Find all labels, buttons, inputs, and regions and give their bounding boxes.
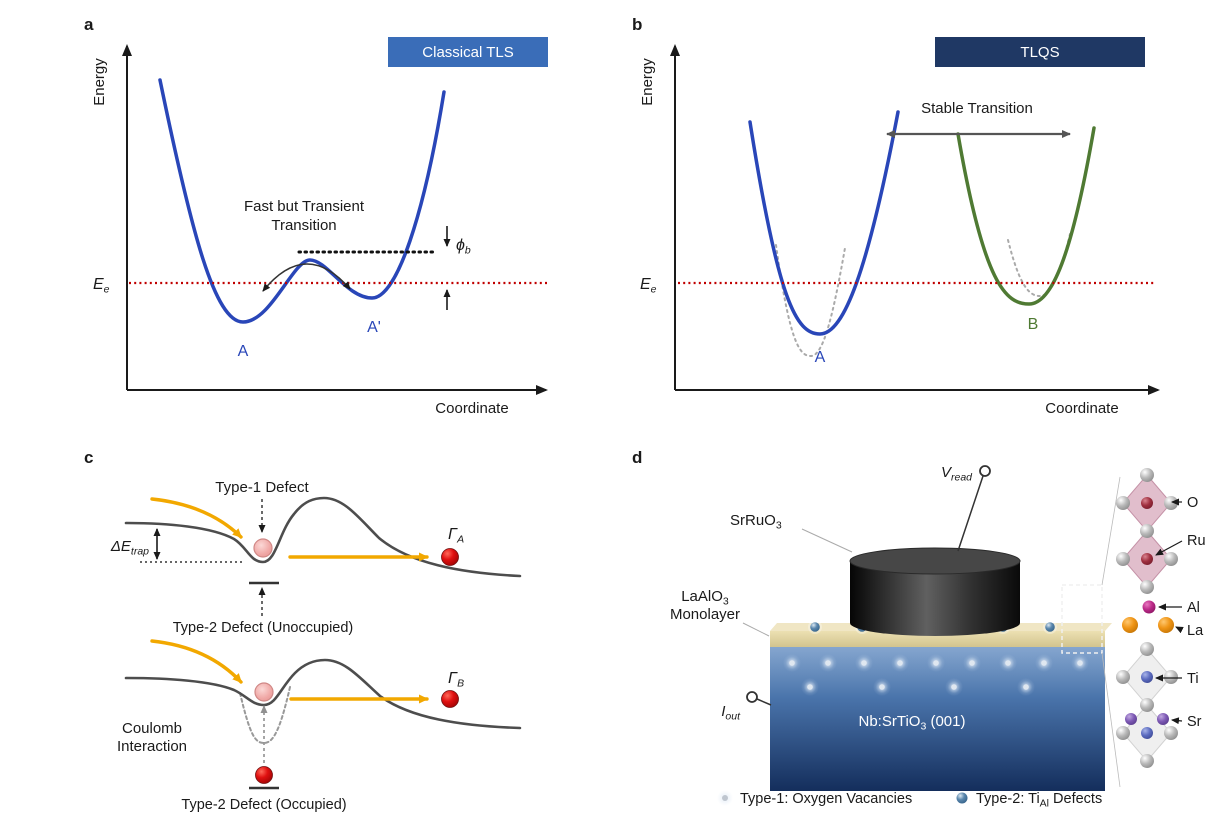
panel-c: c ΔEtrap Type-1 Defect ΓA Type-2 Defect … bbox=[84, 448, 522, 813]
occupying-electron-circle bbox=[255, 766, 273, 784]
classical-tls-badge-label: Classical TLS bbox=[422, 44, 513, 61]
panel-a: a Classical TLS Energy Coordinate ϕb Fas… bbox=[84, 15, 548, 417]
atomic-structure-column bbox=[1116, 468, 1178, 768]
well-a-prime-label: A' bbox=[367, 319, 381, 336]
potential-landscape-bottom bbox=[124, 658, 522, 730]
tlqs-badge bbox=[935, 37, 1145, 67]
well-a-label: A bbox=[238, 343, 249, 360]
legend-type2: Type-2: TiAl Defects bbox=[955, 791, 1102, 810]
monolayer-leader-line bbox=[742, 622, 770, 637]
ru-atom bbox=[1141, 497, 1153, 509]
coulomb-label-line2: Interaction bbox=[117, 738, 187, 755]
panel-a-label: a bbox=[84, 15, 94, 34]
v-read-terminal bbox=[979, 465, 991, 477]
coulomb-label-line1: Coulomb bbox=[122, 720, 182, 737]
panel-b-label: b bbox=[632, 15, 642, 34]
electron-circle-gamma-b bbox=[441, 690, 459, 708]
energy-level-label: Ee bbox=[93, 276, 110, 296]
electron-circle-gamma-a bbox=[441, 548, 459, 566]
sr-atom bbox=[1125, 713, 1137, 725]
trap-site-circle-top bbox=[253, 538, 273, 558]
stable-transition-annotation: Stable Transition bbox=[921, 100, 1033, 117]
i-out-wire bbox=[756, 698, 772, 706]
v-read-label: Vread bbox=[941, 464, 973, 484]
y-axis-title: Energy bbox=[639, 58, 656, 106]
legend-type1: Type-1: Oxygen Vacancies bbox=[717, 790, 912, 807]
tlqs-badge-label: TLQS bbox=[1020, 44, 1059, 61]
ti-atom bbox=[1141, 727, 1153, 739]
electrode-leader-line bbox=[801, 528, 853, 553]
panel-b: b TLQS Energy Coordinate Stable Transiti… bbox=[632, 15, 1160, 417]
electrode-label: SrRuO3 bbox=[730, 512, 782, 532]
i-out-terminal bbox=[746, 691, 758, 703]
potential-landscape-top bbox=[124, 496, 522, 578]
y-axis-title: Energy bbox=[91, 58, 108, 106]
capture-arrow-top bbox=[150, 497, 243, 539]
zoom-selection-box bbox=[1061, 584, 1103, 654]
energy-level-label: Ee bbox=[640, 276, 657, 296]
transient-transition-arrow bbox=[262, 263, 351, 292]
panel-d-label: d bbox=[632, 448, 642, 467]
legend-type1-label: Type-1: Oxygen Vacancies bbox=[740, 791, 912, 807]
x-axis-title: Coordinate bbox=[1045, 400, 1118, 417]
oxygen-vacancy-dots bbox=[783, 654, 1089, 696]
barrier-height-label: ϕb bbox=[456, 237, 471, 257]
ghost-deep-well bbox=[239, 686, 291, 745]
x-axis-title: Coordinate bbox=[435, 400, 508, 417]
atom-label-ti: Ti bbox=[1187, 671, 1199, 687]
zoom-connector-top bbox=[1101, 476, 1121, 586]
la-atom bbox=[1158, 617, 1174, 633]
la-atom bbox=[1122, 617, 1138, 633]
transition-annotation-line2: Transition bbox=[271, 217, 336, 234]
ghost-well-a bbox=[775, 244, 846, 358]
state-b-curve bbox=[956, 126, 1096, 306]
type2-unoccupied-label: Type-2 Defect (Unoccupied) bbox=[173, 620, 354, 636]
substrate-label: Nb:SrTiO3 (001) bbox=[859, 713, 966, 733]
trap-depth-label: ΔEtrap bbox=[110, 538, 149, 558]
monolayer-front-face bbox=[770, 631, 1105, 647]
legend-type2-label: Type-2: TiAl Defects bbox=[976, 791, 1102, 810]
electrode-cylinder-body bbox=[850, 561, 1020, 636]
al-atom bbox=[1142, 600, 1156, 614]
type1-defect-label: Type-1 Defect bbox=[215, 479, 309, 496]
zoom-connector-bottom bbox=[1101, 652, 1121, 788]
monolayer-label-line2: Monolayer bbox=[670, 606, 740, 623]
state-a-curve bbox=[748, 110, 900, 336]
atom-label-arrows bbox=[1155, 498, 1184, 725]
trap-site-circle-bottom bbox=[254, 682, 274, 702]
rate-b-label: ΓB bbox=[448, 670, 464, 690]
atom-label-la: La bbox=[1187, 623, 1204, 639]
sr-atom bbox=[1157, 713, 1169, 725]
electrode-cylinder-top bbox=[849, 547, 1021, 575]
ru-atom bbox=[1141, 553, 1153, 565]
oxygen-atoms bbox=[1116, 468, 1178, 768]
i-out-label: Iout bbox=[721, 703, 741, 723]
atom-label-al: Al bbox=[1187, 600, 1200, 616]
rate-a-label: ΓA bbox=[448, 526, 464, 546]
atom-label-o: O bbox=[1187, 495, 1198, 511]
monolayer-label-line1: LaAlO3 bbox=[681, 588, 729, 608]
panel-c-label: c bbox=[84, 448, 93, 467]
well-a-label: A bbox=[815, 349, 826, 366]
ti-atom bbox=[1141, 671, 1153, 683]
v-read-wire bbox=[957, 475, 984, 552]
atom-label-sr: Sr bbox=[1187, 714, 1202, 730]
atom-label-ru: Ru bbox=[1187, 533, 1206, 549]
capture-arrow-bottom bbox=[150, 639, 243, 684]
panel-d: d Nb:SrTiO3 (001) bbox=[632, 448, 1206, 810]
transition-annotation-line1: Fast but Transient bbox=[244, 198, 365, 215]
classical-tls-badge bbox=[388, 37, 548, 67]
type2-occupied-label: Type-2 Defect (Occupied) bbox=[181, 797, 346, 813]
double-well-curve bbox=[158, 78, 446, 324]
well-b-label: B bbox=[1028, 316, 1039, 333]
